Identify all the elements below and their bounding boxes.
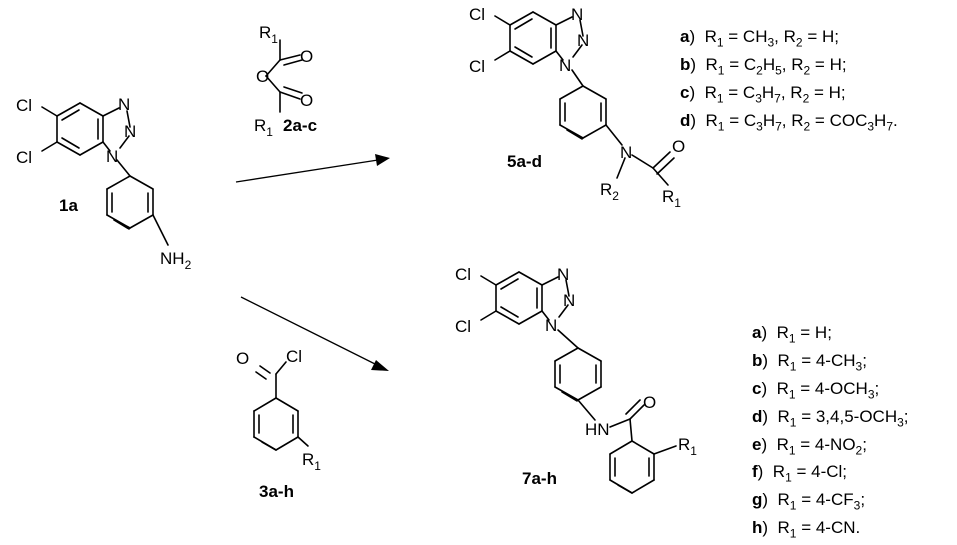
- entry-key: g: [752, 490, 763, 510]
- r1-group: R1: [678, 435, 697, 458]
- compound-1a: Cl Cl N N N NH2 1a: [16, 95, 192, 272]
- entry-text: ) R1 = 4-CH3;: [762, 350, 867, 374]
- substituent-entry: a) R1 = H;: [752, 322, 909, 350]
- triazole-n-atom: N: [106, 147, 118, 166]
- entry-key: a: [752, 323, 762, 342]
- triazole-n-atom: N: [559, 56, 571, 75]
- compound-5a-d: Cl Cl N N N N O R2 R1 5a-d: [469, 5, 685, 210]
- compound-label-1a: 1a: [59, 196, 78, 215]
- entry-key: c: [752, 378, 762, 398]
- compound-label-5a-d: 5a-d: [507, 152, 542, 171]
- substituent-entry: b) R1 = C2H5, R2 = H;: [680, 54, 898, 82]
- substituent-entry: c) R1 = C3H7, R2 = H;: [680, 82, 898, 110]
- entry-text: ) R1 = C2H5, R2 = H;: [690, 54, 847, 78]
- substituent-entry: h) R1 = 4-CN.: [752, 517, 909, 545]
- substituent-entry: g) R1 = 4-CF3;: [752, 489, 909, 517]
- substituent-entry: d) R1 = 3,4,5-OCH3;: [752, 406, 909, 434]
- entry-key: c: [680, 82, 690, 102]
- triazole-n-atom: N: [577, 31, 589, 50]
- entry-text: ) R1 = C3H7, R2 = H;: [689, 82, 846, 106]
- chlorine-atom-1: Cl: [455, 265, 471, 284]
- compound-3a-h: O Cl R1 3a-h: [236, 347, 321, 501]
- r2-group: R2: [600, 180, 619, 203]
- entry-key: b: [680, 54, 691, 74]
- carbonyl-oxygen: O: [643, 393, 656, 412]
- chlorine-atom-1: Cl: [469, 5, 485, 24]
- chlorine-atom-2: Cl: [16, 148, 32, 167]
- r1-group: R1: [254, 116, 273, 139]
- entry-text: ) R1 = CH3, R2 = H;: [689, 27, 839, 50]
- substituent-list-5a-d: a) R1 = CH3, R2 = H;b) R1 = C2H5, R2 = H…: [680, 26, 898, 138]
- entry-text: ) R1 = 4-CN.: [762, 518, 861, 541]
- entry-key: f: [752, 462, 758, 482]
- compound-label-3a-h: 3a-h: [259, 482, 294, 501]
- r1-group: R1: [259, 23, 278, 46]
- entry-key: e: [752, 434, 762, 454]
- substituent-list-7a-h: a) R1 = H;b) R1 = 4-CH3;c) R1 = 4-OCH3;d…: [752, 322, 909, 545]
- entry-key: d: [752, 406, 763, 426]
- triazole-n-atom: N: [545, 316, 557, 335]
- chlorine-atom-2: Cl: [469, 57, 485, 76]
- entry-text: ) R1 = 4-Cl;: [757, 462, 848, 485]
- substituent-entry: e) R1 = 4-NO2;: [752, 434, 909, 462]
- carbonyl-oxygen: O: [300, 47, 313, 66]
- chlorine-atom-1: Cl: [16, 96, 32, 115]
- r1-group: R1: [302, 450, 321, 473]
- substituent-entry: a) R1 = CH3, R2 = H;: [680, 26, 898, 54]
- triazole-n-atom: N: [571, 5, 583, 24]
- triazole-n-atom: N: [557, 265, 569, 284]
- compound-label-2a-c: 2a-c: [283, 116, 317, 135]
- substituent-entry: f) R1 = 4-Cl;: [752, 461, 909, 489]
- compound-7a-h: Cl Cl N N N HN O R1 7a-h: [455, 265, 697, 494]
- reaction-arrow-lower: [240, 296, 389, 371]
- triazole-n-atom: N: [118, 95, 130, 114]
- substituent-entry: b) R1 = 4-CH3;: [752, 350, 909, 378]
- carbonyl-oxygen: O: [300, 91, 313, 110]
- ether-oxygen: O: [256, 67, 269, 86]
- triazole-n-atom: N: [563, 291, 575, 310]
- reaction-arrow-upper: [235, 154, 390, 183]
- compound-label-7a-h: 7a-h: [522, 469, 557, 488]
- entry-key: a: [680, 27, 690, 46]
- r1-group: R1: [662, 187, 681, 210]
- chlorine-atom: Cl: [286, 347, 302, 366]
- chlorine-atom-2: Cl: [455, 317, 471, 336]
- entry-key: h: [752, 518, 763, 538]
- entry-text: ) R1 = 3,4,5-OCH3;: [762, 406, 909, 430]
- triazole-n-atom: N: [124, 122, 136, 141]
- entry-text: ) R1 = 4-NO2;: [761, 434, 867, 457]
- entry-text: ) R1 = 4-CF3;: [762, 490, 866, 513]
- substituent-entry: c) R1 = 4-OCH3;: [752, 378, 909, 406]
- substituent-entry: d) R1 = C3H7, R2 = COC3H7.: [680, 110, 898, 138]
- entry-key: d: [680, 110, 691, 130]
- amide-nh-group: HN: [585, 420, 610, 439]
- entry-text: ) R1 = 4-OCH3;: [761, 378, 880, 402]
- entry-text: ) R1 = H;: [761, 323, 832, 346]
- carbonyl-oxygen: O: [236, 349, 249, 368]
- compound-2a-c: R1 O O O R1 2a-c: [254, 23, 317, 139]
- amine-group: NH2: [160, 249, 192, 272]
- amide-n-atom: N: [620, 143, 632, 162]
- reaction-scheme: Cl Cl N N N NH2 1a R1 O O O R1 2a-c: [16, 5, 697, 501]
- entry-text: ) R1 = C3H7, R2 = COC3H7.: [690, 110, 898, 134]
- entry-key: b: [752, 350, 763, 370]
- carbonyl-oxygen: O: [672, 137, 685, 156]
